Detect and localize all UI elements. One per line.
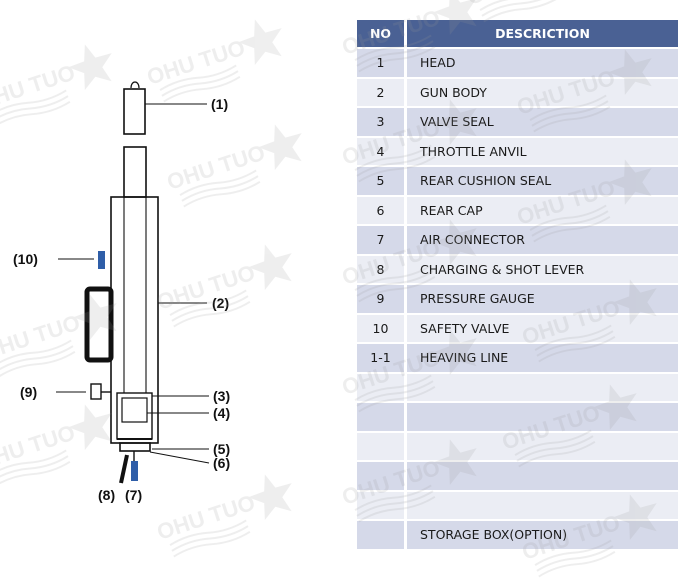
table-row bbox=[357, 371, 678, 401]
row-number bbox=[357, 519, 407, 549]
table-row bbox=[357, 430, 678, 460]
row-number: 6 bbox=[357, 194, 407, 224]
header-description: DESCRICTION bbox=[407, 20, 678, 47]
row-number bbox=[357, 401, 407, 431]
callout-9: (9) bbox=[20, 384, 37, 400]
row-description bbox=[407, 489, 678, 519]
row-description: STORAGE BOX(OPTION) bbox=[407, 519, 678, 549]
row-number: 3 bbox=[357, 106, 407, 136]
handle-part bbox=[84, 286, 114, 363]
row-description: THROTTLE ANVIL bbox=[407, 135, 678, 165]
row-number bbox=[357, 430, 407, 460]
row-number: 4 bbox=[357, 135, 407, 165]
table-header-row: NO DESCRICTION bbox=[357, 20, 678, 47]
safety-valve-part bbox=[98, 251, 105, 269]
callout-1: (1) bbox=[211, 96, 228, 112]
row-description: REAR CAP bbox=[407, 194, 678, 224]
callout-4: (4) bbox=[213, 405, 230, 421]
head-part bbox=[123, 88, 146, 135]
callout-7: (7) bbox=[125, 487, 142, 503]
table-row bbox=[357, 460, 678, 490]
row-number bbox=[357, 489, 407, 519]
header-no: NO bbox=[357, 20, 407, 47]
row-description: CHARGING & SHOT LEVER bbox=[407, 253, 678, 283]
row-description: VALVE SEAL bbox=[407, 106, 678, 136]
row-number: 1 bbox=[357, 47, 407, 77]
row-number: 5 bbox=[357, 165, 407, 195]
row-number: 8 bbox=[357, 253, 407, 283]
row-description: PRESSURE GAUGE bbox=[407, 283, 678, 313]
watermark-wave bbox=[538, 550, 616, 578]
pressure-gauge-part bbox=[90, 383, 102, 400]
callout-3: (3) bbox=[213, 388, 230, 404]
air-connector-part bbox=[131, 461, 138, 481]
callout-5: (5) bbox=[213, 441, 230, 457]
row-description: HEAVING LINE bbox=[407, 342, 678, 372]
row-description bbox=[407, 460, 678, 490]
row-description: SAFETY VALVE bbox=[407, 312, 678, 342]
table-row bbox=[357, 489, 678, 519]
callout-2: (2) bbox=[212, 295, 229, 311]
watermark-wave bbox=[481, 0, 559, 17]
callout-6: (6) bbox=[213, 455, 230, 471]
gun-body-part bbox=[110, 196, 159, 444]
barrel-part bbox=[123, 146, 147, 198]
row-description bbox=[407, 401, 678, 431]
row-description bbox=[407, 430, 678, 460]
row-number: 7 bbox=[357, 224, 407, 254]
leader-6 bbox=[149, 451, 210, 464]
table-row bbox=[357, 401, 678, 431]
row-number bbox=[357, 460, 407, 490]
head-ring bbox=[130, 81, 140, 89]
row-description: REAR CUSHION SEAL bbox=[407, 165, 678, 195]
row-description: AIR CONNECTOR bbox=[407, 224, 678, 254]
row-number: 10 bbox=[357, 312, 407, 342]
table-row: STORAGE BOX(OPTION) bbox=[357, 519, 678, 549]
row-description bbox=[407, 371, 678, 401]
row-number: 9 bbox=[357, 283, 407, 313]
row-description: HEAD bbox=[407, 47, 678, 77]
row-number: 2 bbox=[357, 76, 407, 106]
line-thrower-diagram: (1) (2) (3) (4) (5) (6) (8) (7) (9) (10) bbox=[13, 81, 230, 503]
watermark-text: OHU TUO bbox=[464, 0, 568, 10]
charging-lever-part bbox=[119, 454, 129, 484]
row-number bbox=[357, 371, 407, 401]
row-description: GUN BODY bbox=[407, 76, 678, 106]
watermark-wave bbox=[479, 0, 557, 11]
callout-8: (8) bbox=[98, 487, 115, 503]
row-number: 1-1 bbox=[357, 342, 407, 372]
callout-10: (10) bbox=[13, 251, 38, 267]
rear-cap-part bbox=[119, 442, 151, 452]
throttle-anvil-part bbox=[121, 397, 148, 423]
